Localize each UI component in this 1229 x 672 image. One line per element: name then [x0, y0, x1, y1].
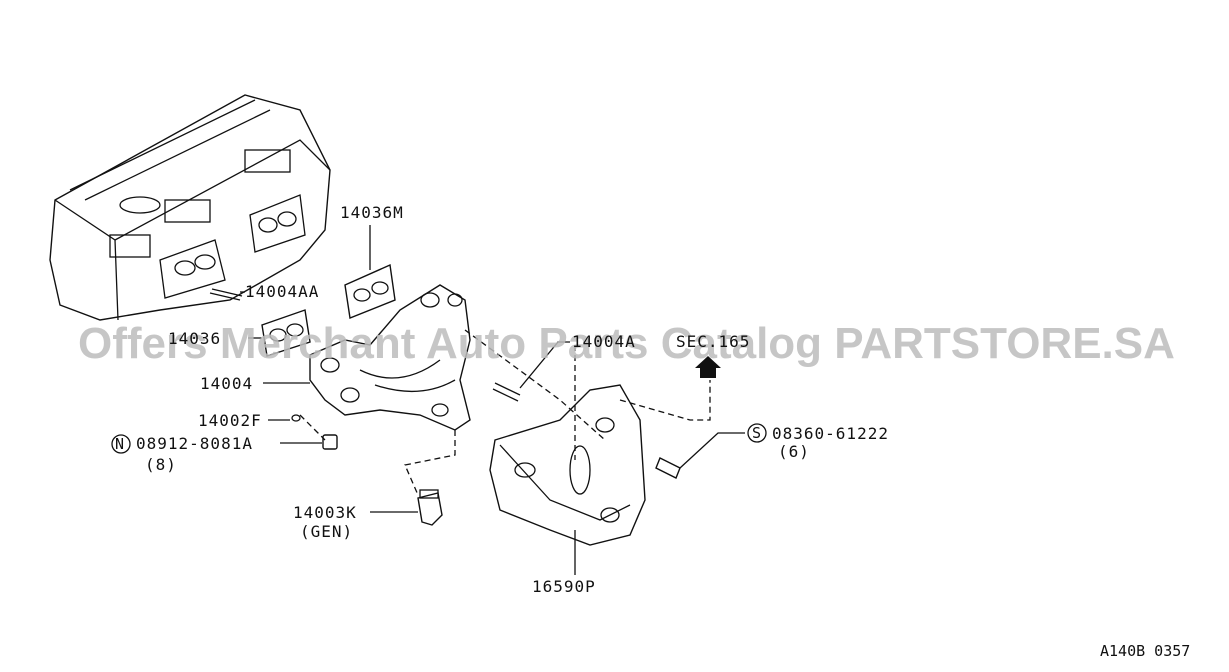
s-symbol-icon: S [747, 423, 767, 443]
label-08360: 08360-61222 [772, 424, 889, 443]
s-symbol-letter: S [752, 424, 761, 442]
figure-code: A140B 0357 [1100, 642, 1190, 660]
label-08912: 08912-8081A [136, 434, 253, 453]
nut-drawing [291, 414, 338, 450]
n-symbol-icon: N [111, 434, 131, 454]
label-sec[interactable]: SEC.165 [676, 332, 750, 351]
arrow-up-icon [695, 356, 721, 378]
label-08360-qty: (6) [778, 442, 810, 461]
gasket-14036-drawing [261, 309, 311, 357]
leader-lines [240, 225, 745, 575]
label-08912-qty: (8) [145, 455, 177, 474]
stud-14004a-drawing [492, 382, 521, 402]
n-symbol-letter: N [115, 435, 124, 453]
cylinder-head-drawing [49, 94, 331, 321]
label-14036: 14036 [168, 329, 221, 348]
gasket-14036m-drawing [344, 263, 396, 319]
label-16590p: 16590P [532, 577, 596, 596]
watermark-text: Offers Merchant Auto Parts Catalog PARTS… [78, 319, 1175, 368]
label-14002f: 14002F [198, 411, 262, 430]
label-14004aa: 14004AA [245, 282, 319, 301]
sensor-14003k-drawing [417, 489, 443, 526]
bolt-08360-drawing [655, 457, 681, 479]
label-14003k-note: (GEN) [300, 522, 353, 541]
heat-shield-drawing [489, 384, 646, 546]
label-14004a: 14004A [572, 332, 636, 351]
label-14003k: 14003K [293, 503, 357, 522]
dashed-guide-lines [299, 329, 711, 496]
stud-14004aa-drawing [209, 288, 243, 301]
exhaust-manifold-drawing [309, 284, 471, 431]
label-14036m: 14036M [340, 203, 404, 222]
label-14004: 14004 [200, 374, 253, 393]
